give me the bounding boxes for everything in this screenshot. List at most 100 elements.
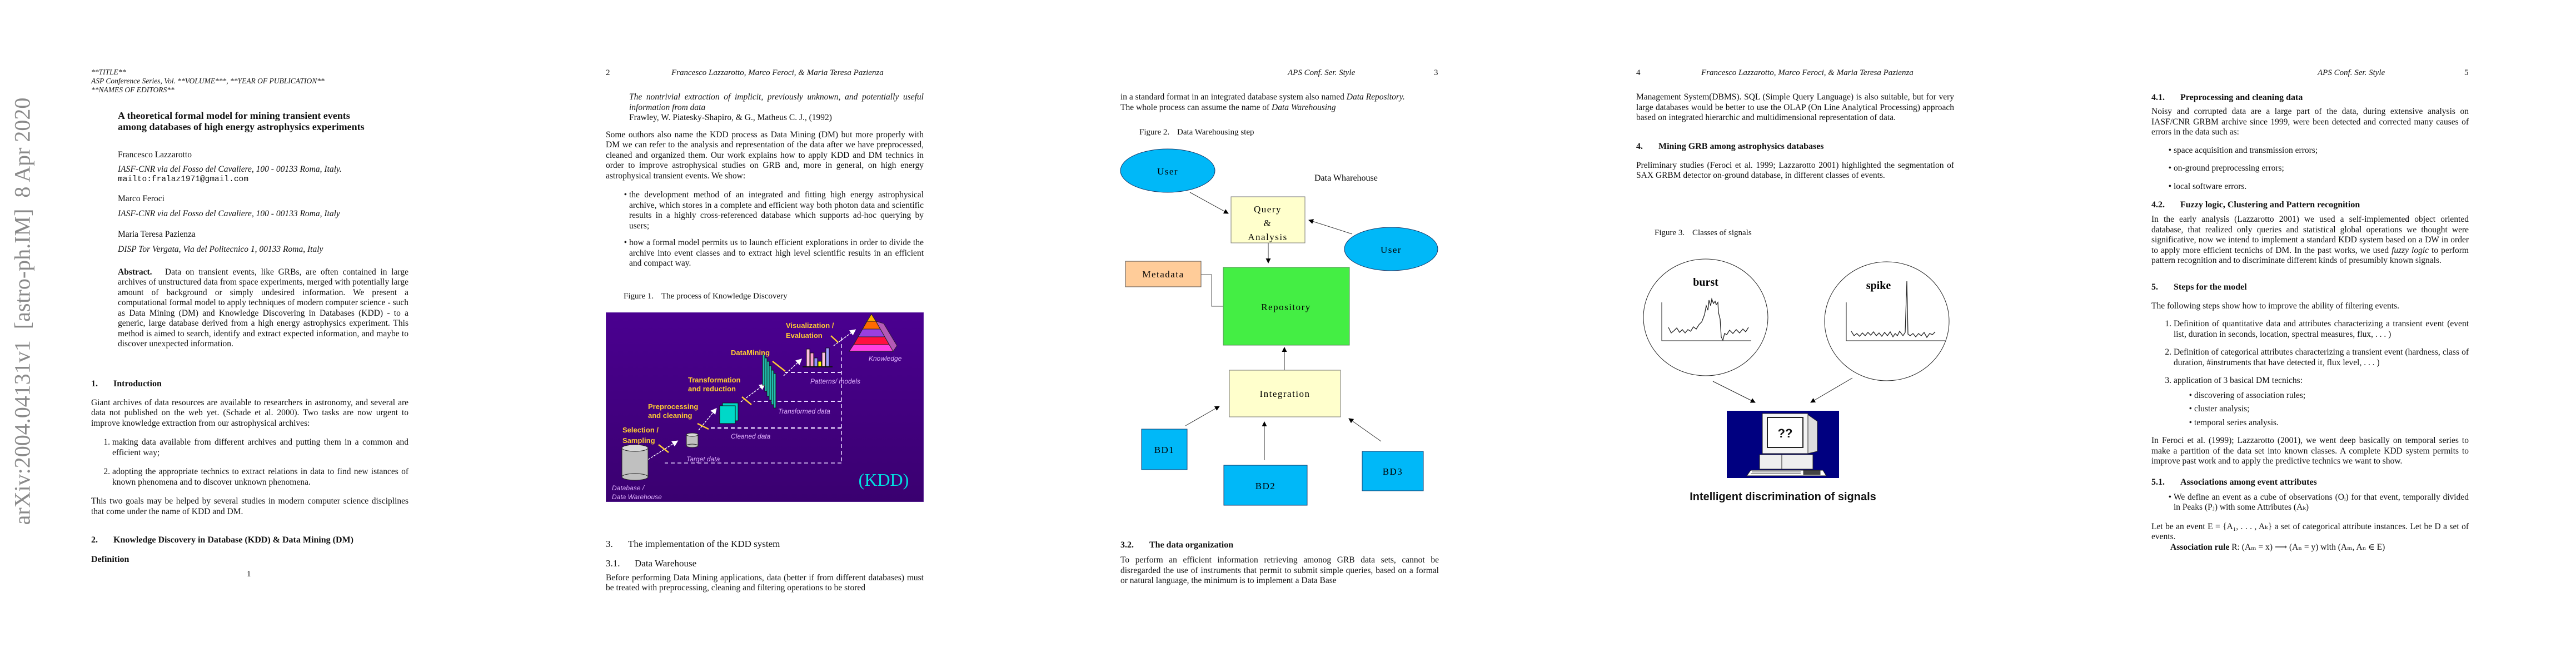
bullet-item: •local software errors. [2169, 182, 2469, 192]
association-rule: Association rule R: (Aₘ = x) ⟶ (Aₙ = y) … [2170, 542, 2469, 553]
list-text: application of 3 basical DM tecnichs: [2174, 376, 2303, 385]
subsection-heading: 3.1. Data Warehouse [606, 558, 924, 569]
bullet-icon: • [624, 238, 627, 247]
abstract-text: Data on transient events, like GRBs, are… [118, 267, 409, 349]
bd1-node [1141, 429, 1188, 470]
section-number: 5.1. [2151, 477, 2165, 487]
list-text: Definition of categorical attributes cha… [2174, 347, 2469, 367]
label-evaluation: Evaluation [786, 331, 823, 340]
label-patterns: Patterns/ models [810, 377, 860, 385]
figure-caption: Figure 3.Classes of signals [1655, 228, 1954, 238]
burst-label: burst [1693, 276, 1718, 288]
author-email[interactable]: mailto:fralaz1971@gmail.com [118, 175, 248, 184]
paper-title-line: A theoretical formal model for mining tr… [118, 110, 350, 121]
paragraph: in a standard format in an integrated da… [1120, 92, 1439, 113]
target-data-cylinder-icon [686, 432, 699, 447]
paragraph: Some outhors also name the KDD process a… [606, 130, 924, 181]
author-affiliation: IASF-CNR via del Fosso del Cavaliere, 10… [118, 164, 342, 174]
figure-data-warehousing: User Data Wharehouse Query & Analysis Us… [1120, 148, 1438, 506]
bd2-label: BD2 [1255, 481, 1276, 491]
label-target-data: Target data [686, 455, 720, 463]
database-cylinder-icon [621, 444, 649, 480]
paragraph: In the early analysis (Lazzarotto 2001) … [2151, 215, 2469, 266]
section-title: Introduction [113, 379, 162, 389]
section-title: Associations among event attributes [2180, 477, 2317, 487]
section-title: Data Warehouse [635, 558, 697, 569]
bullet-item: •on-ground preprocessing errors; [2169, 163, 2469, 174]
bullet-icon: • [2189, 404, 2192, 414]
label-transformation: Transformation [688, 376, 741, 384]
transformed-data-stack-icon [762, 354, 776, 408]
paragraph: Before performing Data Mining applicatio… [606, 573, 924, 593]
subsection-heading: 5.1. Associations among event attributes [2151, 477, 2469, 487]
query-analysis-node [1230, 196, 1306, 243]
author-block-2: Marco Feroci IASF-CNR via del Fosso del … [118, 194, 408, 220]
abstract-label: Abstract. [118, 267, 152, 277]
goals-paragraph: This two goals may be helped by several … [91, 496, 408, 516]
burst-arrow [1712, 381, 1756, 402]
list-marker: 1. [103, 437, 110, 447]
bd1-label: BD1 [1154, 445, 1175, 455]
definition-heading: Definition [91, 555, 129, 564]
label-visualization: Visualization / [786, 321, 834, 330]
running-head-authors: Francesco Lazzarotto, Marco Feroci, & Ma… [1701, 68, 1914, 77]
repository-node [1223, 267, 1350, 346]
quote: The nontrivial extraction of implicit, p… [629, 92, 924, 112]
figure-caption-text: The process of Knowledge Discovery [661, 291, 788, 301]
preamble-editors: **NAMES OF EDITORS** [91, 86, 175, 94]
bullet-text: cluster analysis; [2194, 404, 2250, 414]
burst-axes [1661, 302, 1751, 341]
knowledge-pyramid-icon [849, 313, 898, 352]
paragraph-text: The whole process can assume the name of [1120, 102, 1272, 112]
page-5-column: APS Conf. Ser. Style 5 4.1.Preprocessing… [2151, 68, 2469, 552]
bullet-text: the development method of an integrated … [629, 190, 924, 231]
intro-paragraph: Giant archives of data resources are ava… [91, 397, 408, 428]
figure-caption: Figure 1.The process of Knowledge Discov… [624, 291, 924, 301]
list-marker: 3. [2165, 376, 2171, 385]
running-head: APS Conf. Ser. Style 3 [1120, 68, 1439, 78]
pointer-lines [658, 335, 839, 453]
page-1: arXiv:2004.04131v1 [astro-ph.IM] 8 Apr 2… [0, 0, 515, 667]
figure-caption-text: Classes of signals [1692, 228, 1752, 237]
bullet-item: •cluster analysis; [2189, 404, 2469, 415]
burst-light-curve [1668, 297, 1749, 341]
author-name: Marco Feroci [118, 193, 165, 203]
author-affiliation: DISP Tor Vergata, Via del Politecnico 1,… [118, 245, 323, 254]
section-number: 5. [2151, 282, 2158, 292]
list-item: 1.making data available from different a… [103, 437, 408, 458]
list-marker: 2. [103, 467, 110, 476]
emphasis: Data Warehousing [1272, 102, 1336, 112]
list-marker: 1. [2165, 319, 2171, 328]
bullet-icon: • [2189, 417, 2192, 427]
bullet-text: space acquisition and transmission error… [2174, 145, 2318, 155]
label-cleaned-data: Cleaned data [731, 432, 771, 440]
label-data-warehouse: Data Warehouse [612, 493, 662, 501]
section-number: 3. [606, 538, 613, 549]
subsection-heading: 4.2. Fuzzy logic, Clustering and Pattern … [2151, 200, 2469, 210]
section-number: 2. [91, 535, 98, 545]
section-number: 4. [1636, 141, 1643, 151]
figure-signal-classes: burst spike ?? Intelligent discriminatio… [1643, 258, 1950, 503]
bullet-icon: • [2168, 145, 2171, 155]
running-head-authors: Francesco Lazzarotto, Marco Feroci, & Ma… [671, 68, 884, 77]
section-title: Fuzzy logic, Clustering and Pattern reco… [2180, 200, 2360, 210]
section-number: 3.1. [606, 558, 620, 569]
repository-label: Repository [1261, 302, 1311, 312]
list-text: adopting the appropriate technics to ext… [112, 467, 408, 487]
integration-label: Integration [1259, 389, 1310, 399]
preamble-series: ASP Conference Series, Vol. **VOLUME***,… [91, 77, 325, 85]
spike-light-curve [1851, 281, 1936, 338]
paragraph-text: in a standard format in an integrated da… [1120, 92, 1347, 102]
label-reduction: and reduction [688, 385, 736, 393]
flow-arrows [1185, 192, 1382, 460]
bullet-text: temporal series analysis. [2194, 417, 2279, 427]
page-4-column: 4 Francesco Lazzarotto, Marco Feroci, & … [1636, 68, 1954, 508]
label-datamining: DataMining [731, 349, 770, 357]
cleaned-data-documents-icon [719, 402, 739, 424]
section-title: Knowledge Discovery in Database (KDD) & … [113, 535, 353, 545]
author-name: Maria Teresa Pazienza [118, 229, 196, 239]
running-head: 2 Francesco Lazzarotto, Marco Feroci, & … [606, 68, 924, 78]
page-number: 3 [1434, 68, 1438, 77]
section-number: 4.2. [2151, 200, 2165, 210]
page-number: 5 [2464, 68, 2469, 77]
